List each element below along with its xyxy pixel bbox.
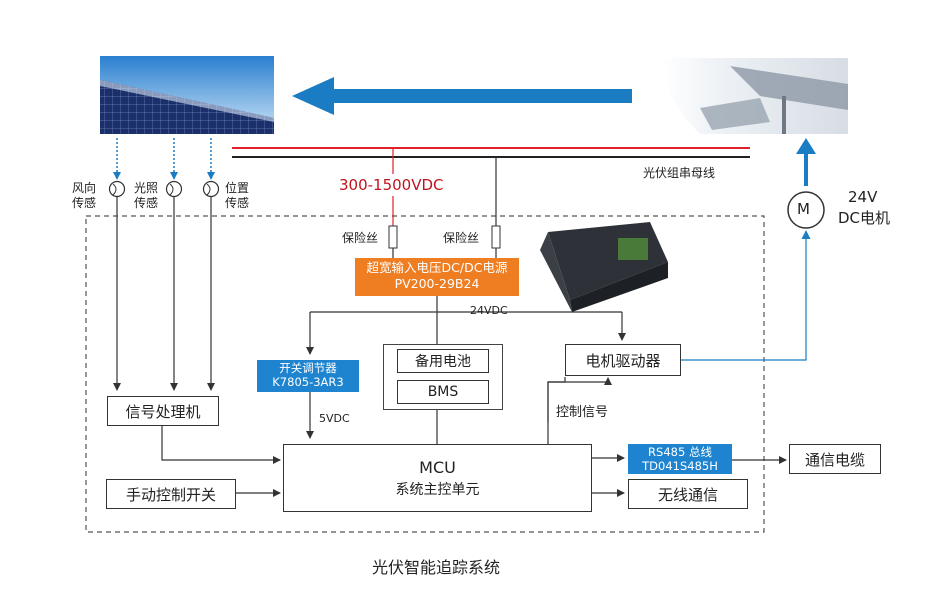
signal-to-mcu-arrow: [161, 426, 281, 464]
mcu-unit: MCU 系统主控单元: [283, 444, 592, 512]
regulator-model: K7805-3AR3: [272, 375, 344, 389]
regulator-title: 开关调节器: [279, 361, 337, 375]
vdc5-label: 5VDC: [319, 412, 350, 425]
vdc24-label: 24VDC: [470, 304, 508, 317]
mcu-title: MCU: [419, 457, 456, 477]
bms-box: BMS: [397, 380, 489, 404]
sensor-connections: [113, 197, 215, 391]
solar-panel-image: [100, 56, 274, 134]
voltage-label: 300-1500VDC: [339, 176, 444, 194]
tracker-image: [662, 58, 848, 134]
manual-control-switch: 手动控制开关: [106, 479, 236, 509]
sensor-symbols: [108, 180, 220, 198]
motor-symbol-letter: M: [797, 200, 810, 218]
motor-voltage-label: 24V: [848, 188, 878, 206]
control-signal-arrow: [547, 377, 612, 422]
wind-sensor-label: 风向传感: [72, 181, 97, 210]
dcdc-model: PV200-29B24: [394, 276, 480, 291]
dc24-distribution: [306, 295, 626, 446]
rs485-model: TD041S485H: [642, 459, 718, 473]
motor-up-arrow: [796, 138, 816, 154]
motor-symbol: [787, 191, 825, 229]
wireless-communication: 无线通信: [628, 479, 748, 509]
light-sensor-label: 光照传感: [134, 181, 159, 210]
fuse-left: [388, 225, 398, 249]
fuse-right: [491, 225, 501, 249]
switch-regulator: 开关调节器 K7805-3AR3: [257, 360, 359, 392]
rs485-bus: RS485 总线 TD041S485H: [628, 444, 732, 474]
signal-processor: 信号处理机: [107, 396, 219, 426]
control-signal-label: 控制信号: [556, 405, 609, 420]
fuse-label-left: 保险丝: [342, 231, 379, 245]
rs485-title: RS485 总线: [648, 445, 712, 459]
diagram-caption: 光伏智能追踪系统: [372, 558, 501, 577]
tracking-direction-arrow: [292, 77, 632, 115]
motor-driver: 电机驱动器: [565, 344, 681, 376]
sensor-dotted-arrows: [113, 138, 215, 180]
system-boundary: [85, 215, 765, 533]
fuse-connections: [392, 148, 497, 258]
position-sensor-label: 位置传感: [225, 181, 250, 210]
power-supply-image: [540, 222, 668, 312]
driver-to-motor-arrow: [680, 230, 811, 361]
bus-label: 光伏组串母线: [643, 166, 716, 180]
motor-type-label: DC电机: [838, 209, 891, 227]
mcu-subtitle: 系统主控单元: [395, 481, 480, 498]
backup-battery: 备用电池: [397, 349, 489, 373]
dcdc-power-supply: 超宽输入电压DC/DC电源 PV200-29B24: [355, 258, 519, 296]
fuse-label-right: 保险丝: [443, 231, 480, 245]
communication-cable: 通信电缆: [789, 444, 881, 474]
dcdc-title: 超宽输入电压DC/DC电源: [366, 260, 508, 275]
